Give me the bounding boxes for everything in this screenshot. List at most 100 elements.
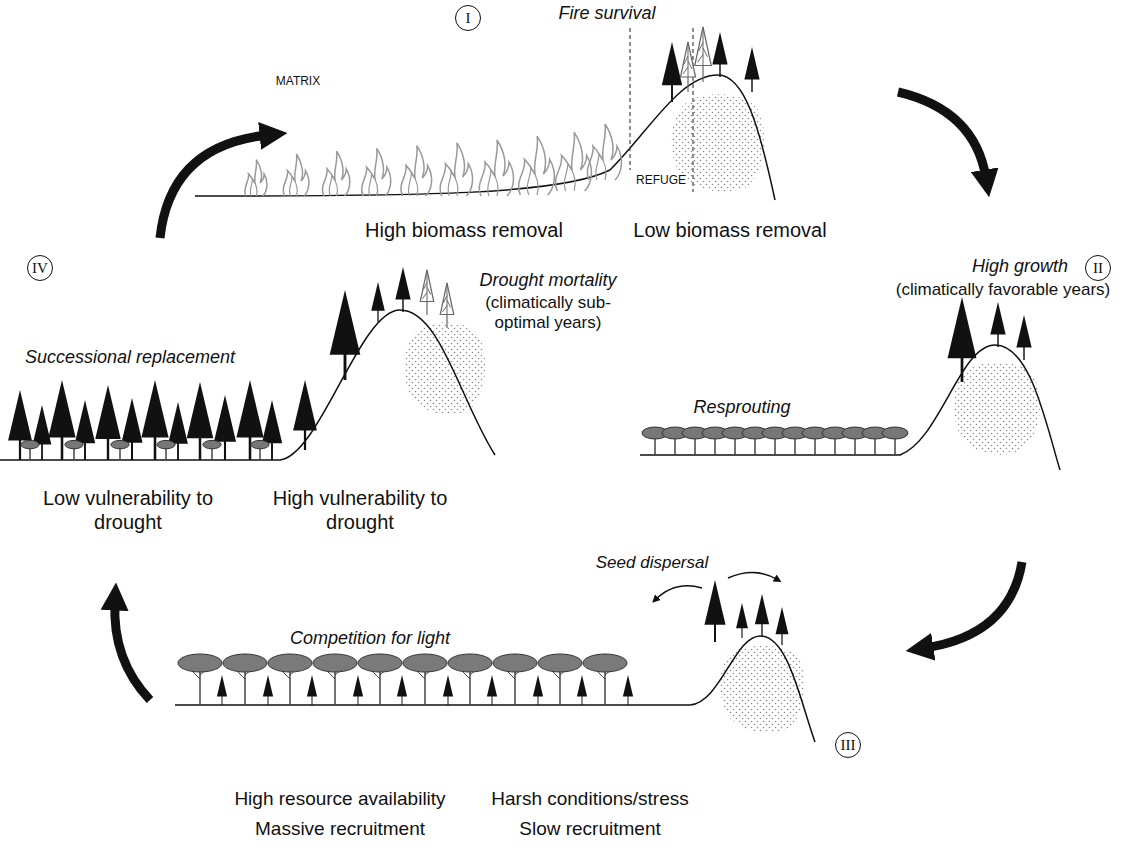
understory-shrub bbox=[21, 440, 39, 460]
refuge-tree bbox=[681, 42, 696, 92]
recruit-tree bbox=[533, 675, 543, 705]
successional-tree bbox=[121, 398, 142, 460]
resprouting-shrub bbox=[882, 427, 908, 455]
resprouter-canopy bbox=[223, 654, 267, 705]
refuge-tree bbox=[744, 47, 759, 92]
annotation-label: MATRIX bbox=[276, 74, 320, 88]
stage-number: II bbox=[1093, 261, 1103, 276]
refuge-tree bbox=[695, 27, 712, 82]
resprouter-canopy bbox=[178, 654, 627, 705]
fire-flame bbox=[401, 146, 432, 196]
fire-flame bbox=[245, 124, 622, 196]
annotation-label: High biomass removal bbox=[365, 218, 563, 242]
refuge-tree bbox=[330, 290, 361, 380]
refuge-tree bbox=[662, 42, 682, 102]
cycle-arrow bbox=[925, 562, 1022, 648]
refuge-tree bbox=[293, 380, 317, 450]
hill-profile bbox=[195, 75, 775, 200]
successional-tree bbox=[168, 402, 188, 460]
cycle-arrow bbox=[160, 135, 268, 238]
annotation-label: High vulnerability to drought bbox=[263, 486, 458, 534]
understory-shrub bbox=[203, 440, 221, 460]
hill-profile bbox=[0, 75, 1060, 742]
resprouter-canopy bbox=[178, 654, 222, 705]
successional-tree bbox=[262, 400, 282, 460]
fire-flame bbox=[519, 136, 555, 195]
annotation-label: Harsh conditions/stress bbox=[491, 788, 688, 811]
recruit-tree bbox=[443, 675, 453, 705]
fire-flame bbox=[283, 154, 309, 196]
annotation-label: (climatically favorable years) bbox=[896, 280, 1110, 300]
understory-shrub bbox=[251, 440, 269, 460]
seed-dispersal-arrow bbox=[655, 572, 778, 600]
annotation-label: Seed dispersal bbox=[596, 553, 708, 573]
refuge-tree bbox=[704, 580, 725, 642]
refuge-tree bbox=[948, 297, 1032, 382]
stippled-rock bbox=[404, 322, 485, 414]
refuge-tree bbox=[420, 270, 434, 315]
refuge-tree bbox=[395, 267, 410, 312]
stage-number-circle: II bbox=[1085, 255, 1111, 281]
resprouter-canopy bbox=[448, 654, 492, 705]
resprouter-canopy bbox=[313, 654, 357, 705]
seed-dispersal-arrow bbox=[655, 586, 702, 600]
stage-number: I bbox=[466, 11, 471, 26]
resprouter-canopy bbox=[403, 654, 447, 705]
seed-dispersal-arrow bbox=[728, 572, 778, 580]
refuge-tree bbox=[293, 267, 454, 450]
annotation-label: High growth bbox=[972, 256, 1068, 278]
annotation-label: REFUGE bbox=[636, 173, 686, 187]
recruit-tree bbox=[487, 675, 497, 705]
fire-flame bbox=[440, 143, 472, 196]
resprouter-canopy bbox=[493, 654, 537, 705]
refuge-tree bbox=[755, 594, 769, 636]
refuge-boundary bbox=[630, 28, 693, 192]
resprouter-canopy bbox=[358, 654, 402, 705]
stippled-rock bbox=[720, 646, 805, 733]
annotation-label: Slow recruitment bbox=[519, 818, 661, 841]
stage-number: III bbox=[841, 738, 856, 753]
hill-profile bbox=[175, 636, 815, 742]
refuge-tree bbox=[990, 302, 1005, 347]
resprouter-canopy bbox=[538, 654, 582, 705]
stippled-rock bbox=[954, 362, 1040, 454]
annotation-label: Low biomass removal bbox=[633, 218, 826, 242]
annotation-label: Resprouting bbox=[693, 397, 790, 419]
cycle-arrow bbox=[898, 92, 986, 178]
refuge-tree bbox=[948, 297, 977, 382]
refuge-tree bbox=[371, 282, 385, 322]
fire-flame bbox=[587, 124, 621, 180]
annotation-label: Competition for light bbox=[290, 628, 450, 650]
fire-flame bbox=[245, 160, 267, 196]
annotation-label: Massive recruitment bbox=[255, 818, 425, 841]
stage-number-circle: III bbox=[835, 732, 861, 758]
hill-profile bbox=[640, 345, 1060, 470]
recruit-tree bbox=[307, 675, 317, 705]
refuge-tree bbox=[440, 283, 454, 328]
refuge-boundary bbox=[692, 28, 693, 192]
stage-number: IV bbox=[32, 261, 48, 276]
understory-shrub bbox=[65, 440, 83, 460]
annotation-label: Low vulnerability to drought bbox=[38, 486, 218, 534]
recruit-tree bbox=[623, 675, 633, 705]
understory-shrub bbox=[111, 440, 129, 460]
cycle-arrow bbox=[115, 602, 150, 700]
refuge-tree bbox=[776, 607, 789, 645]
resprouting-shrub bbox=[642, 427, 908, 455]
resprouter-canopy bbox=[583, 654, 627, 705]
annotation-label: (climatically sub-optimal years) bbox=[461, 293, 636, 334]
cycle-arrow bbox=[115, 92, 1022, 700]
successional-tree bbox=[33, 405, 52, 460]
successional-tree bbox=[8, 380, 282, 460]
stage-number-circle: I bbox=[455, 5, 481, 31]
hill-profile bbox=[0, 310, 495, 460]
recruit-tree bbox=[263, 675, 273, 705]
refuge-tree bbox=[1016, 315, 1031, 360]
successional-tree bbox=[75, 400, 95, 460]
refuge-tree bbox=[712, 32, 727, 77]
refuge-tree bbox=[662, 27, 760, 102]
recruit-tree bbox=[353, 675, 363, 705]
refuge-tree bbox=[736, 603, 748, 638]
fire-flame bbox=[362, 148, 391, 196]
